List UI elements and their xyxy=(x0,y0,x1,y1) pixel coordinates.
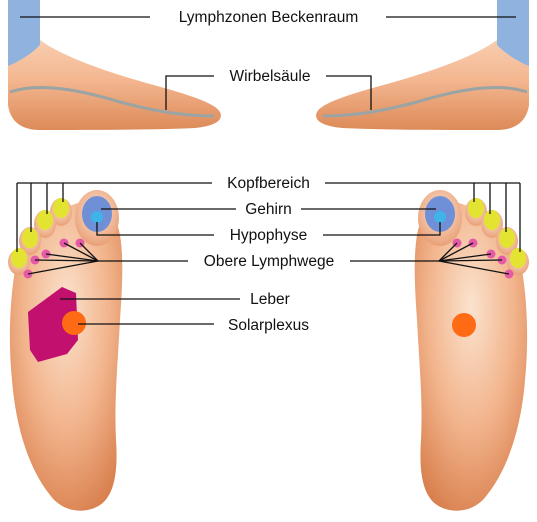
left-toe-zone-5 xyxy=(11,248,27,268)
left-pituitary-zone xyxy=(91,211,103,223)
label-hypophyse: Hypophyse xyxy=(230,227,308,244)
left-solar-plexus-zone xyxy=(62,311,86,335)
right-toe-zone-2 xyxy=(468,198,484,218)
label-gehirn: Gehirn xyxy=(245,201,292,218)
label-leber: Leber xyxy=(250,291,290,308)
labels: Lymphzonen Beckenraum Wirbelsäule Kopfbe… xyxy=(179,9,359,334)
label-solarplexus: Solarplexus xyxy=(228,317,309,334)
label-kopfbereich: Kopfbereich xyxy=(227,175,310,192)
left-toe-zone-4 xyxy=(22,228,38,248)
label-wirbelsaeule: Wirbelsäule xyxy=(230,68,311,85)
left-lymph-dot-2 xyxy=(60,239,69,248)
right-solar-plexus-zone xyxy=(452,313,476,337)
label-obere-lymphwege: Obere Lymphwege xyxy=(204,253,334,270)
left-toe-zone-2 xyxy=(53,198,69,218)
right-toe-zone-5 xyxy=(510,248,526,268)
right-toe-zone-4 xyxy=(499,228,515,248)
right-pituitary-zone xyxy=(434,211,446,223)
right-sole xyxy=(415,190,529,511)
right-toe-zone-3 xyxy=(484,210,500,230)
left-sole xyxy=(8,190,122,511)
left-toe-zone-3 xyxy=(37,210,53,230)
label-lymphzonen-beckenraum: Lymphzonen Beckenraum xyxy=(179,9,359,26)
